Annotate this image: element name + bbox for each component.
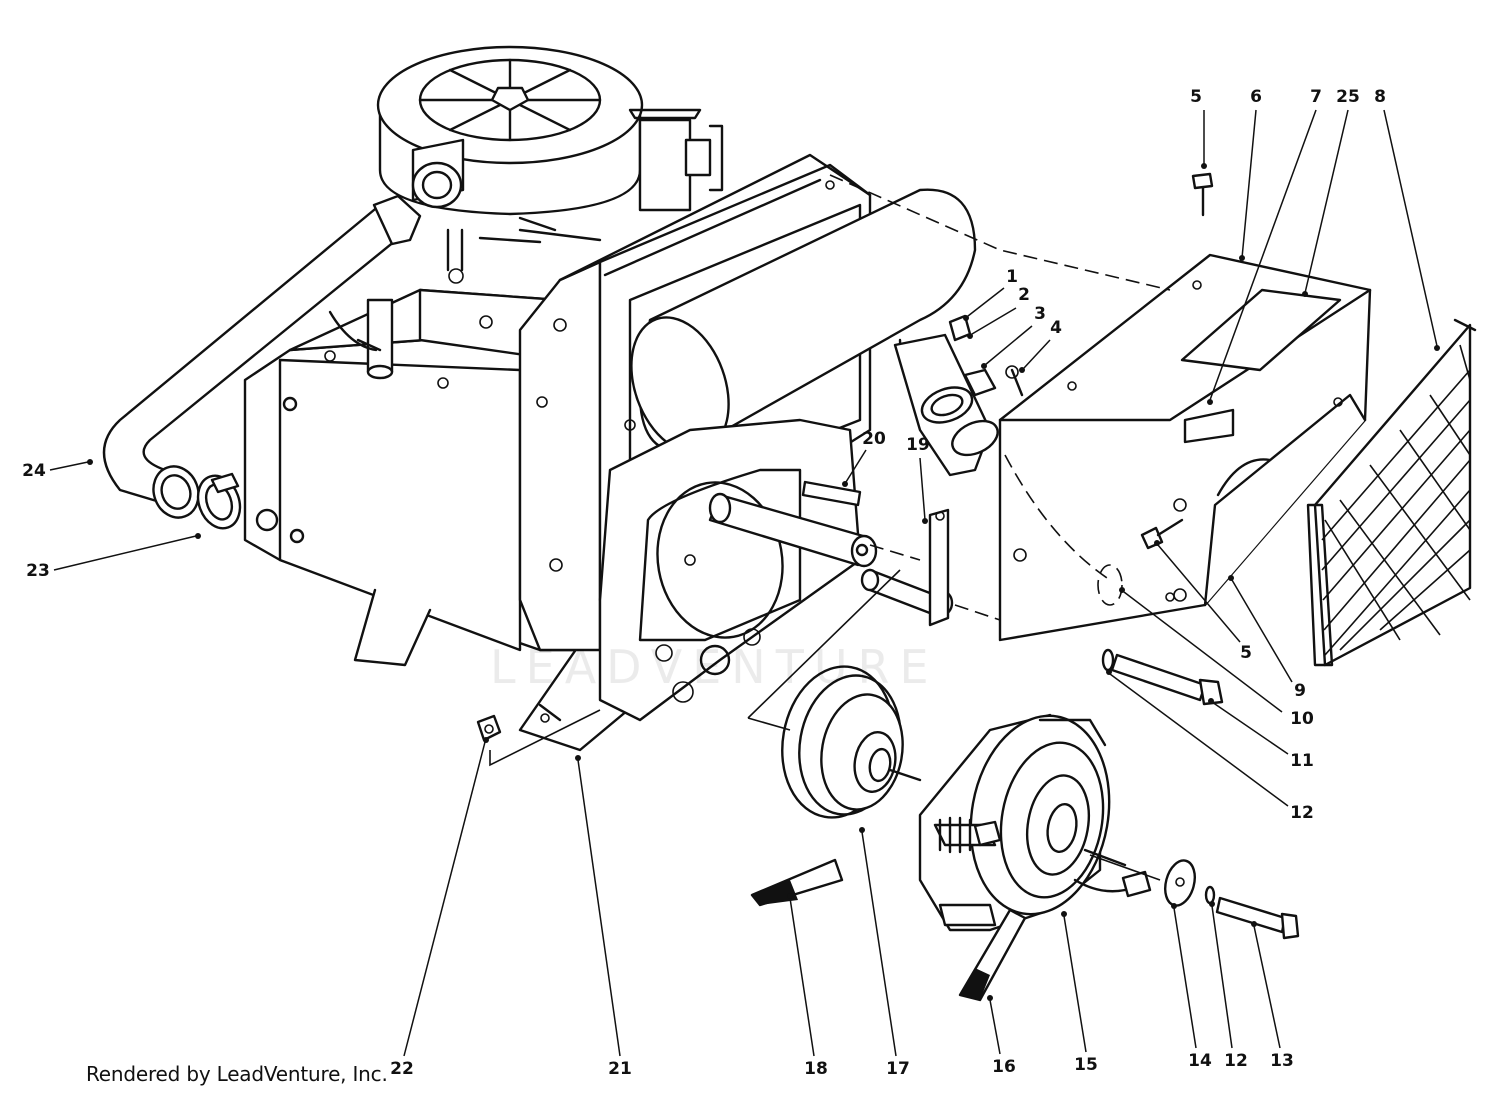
callout-11: 11 [1290, 751, 1314, 771]
callout-23: 23 [26, 561, 50, 581]
callout-22: 22 [390, 1059, 414, 1079]
hidden-lines [829, 174, 1171, 621]
air-cleaner [376, 45, 724, 284]
callout-25: 25 [1336, 87, 1360, 107]
callout-5-lower: 5 [1240, 643, 1252, 663]
nut-22 [476, 714, 502, 742]
spacer-bracket [860, 508, 954, 627]
callout-19: 19 [906, 435, 930, 455]
bolt-13 [1215, 896, 1300, 940]
callout-24: 24 [22, 461, 46, 481]
callout-20: 20 [862, 429, 886, 449]
pto-clutch [918, 713, 1152, 932]
callout-8: 8 [1374, 87, 1386, 107]
callout-12-lower: 12 [1224, 1051, 1248, 1071]
callouts: 5 6 7 25 8 1 2 3 4 20 19 24 23 [22, 87, 1440, 1079]
lockwasher-12-lower [1204, 885, 1216, 905]
callout-18: 18 [804, 1059, 828, 1079]
footer-credit: Rendered by LeadVenture, Inc. [86, 1062, 388, 1086]
pulley [781, 665, 922, 819]
callout-5-top: 5 [1190, 87, 1202, 107]
callout-13: 13 [1270, 1051, 1294, 1071]
callout-14: 14 [1188, 1051, 1212, 1071]
callout-9: 9 [1294, 681, 1306, 701]
callout-6: 6 [1250, 87, 1262, 107]
guard-screen [1306, 318, 1477, 667]
engine-guard [998, 253, 1372, 642]
callout-21: 21 [608, 1059, 632, 1079]
callout-10: 10 [1290, 709, 1314, 729]
callout-4: 4 [1050, 318, 1062, 338]
bolt-top [1191, 172, 1214, 217]
assembly-lines [489, 569, 1161, 881]
washer-14 [1164, 859, 1196, 907]
callout-16: 16 [992, 1057, 1016, 1077]
callout-2: 2 [1018, 285, 1030, 305]
engine-block [243, 288, 642, 752]
oil-fill-tube [328, 298, 394, 380]
muffler [630, 188, 977, 454]
callout-15: 15 [1074, 1055, 1098, 1075]
callout-1: 1 [1006, 267, 1018, 287]
callout-12-upper: 12 [1290, 803, 1314, 823]
belt-16 [958, 908, 1027, 1002]
bolt-11 [1101, 648, 1224, 706]
callout-7: 7 [1310, 87, 1322, 107]
belt-18 [750, 858, 844, 907]
exhaust-elbow [893, 314, 1024, 477]
callout-17: 17 [886, 1059, 910, 1079]
crankshaft [708, 480, 878, 568]
callout-3: 3 [1034, 304, 1046, 324]
hose-clamp [196, 472, 242, 530]
intake-pipe [102, 194, 422, 519]
